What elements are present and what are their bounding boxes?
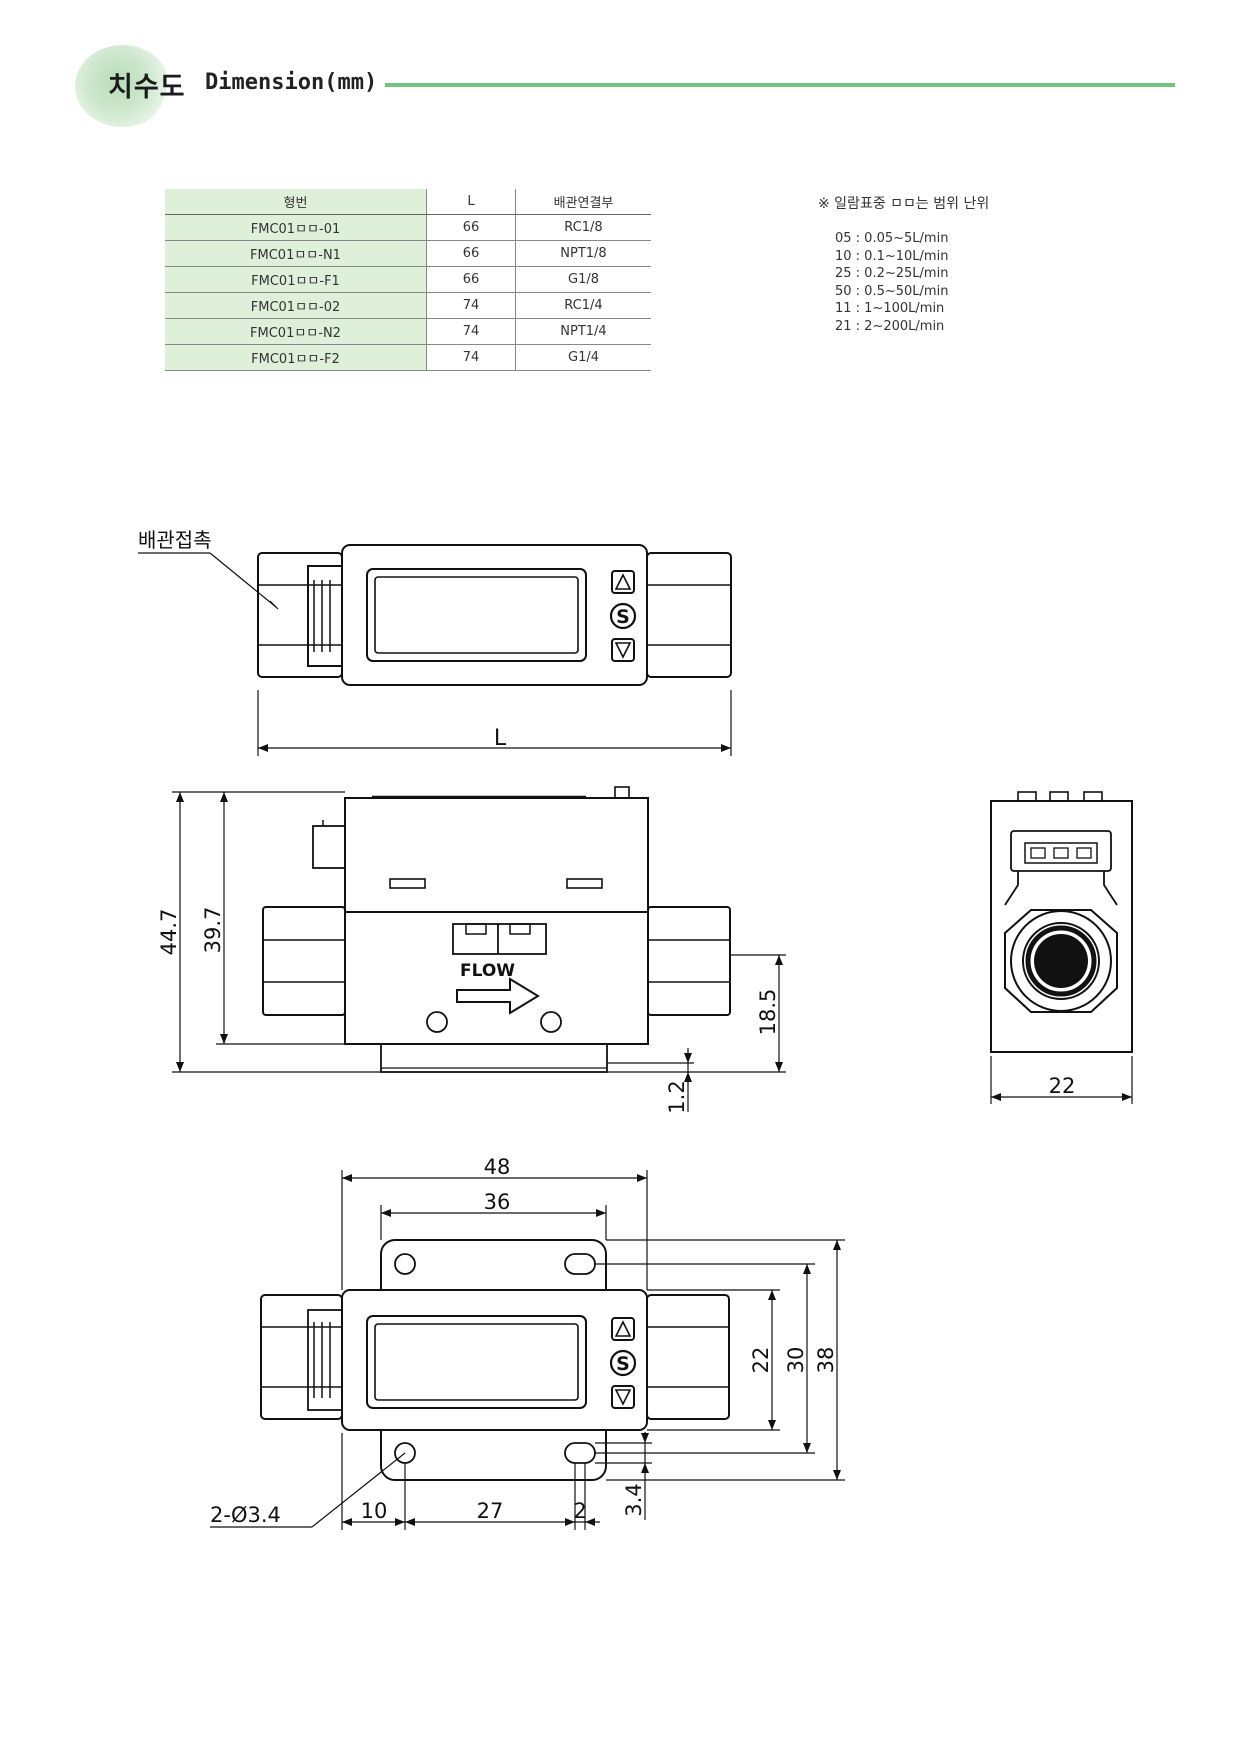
connector-socket xyxy=(1010,830,1112,872)
model-table: 형번 L 배관연결부 FMC01ㅁㅁ-01 66 RC1/8 FMC01ㅁㅁ-N… xyxy=(165,189,651,371)
flow-arrow-icon xyxy=(456,977,540,1015)
port-opening xyxy=(1034,934,1088,988)
range-note-title: ※ 일람표중 ㅁㅁ는 범위 난위 xyxy=(818,196,990,212)
svg-text:S: S xyxy=(616,606,630,628)
connection-cell: RC1/4 xyxy=(515,292,651,319)
height-30-label: 30 xyxy=(784,1347,808,1374)
model-cell: FMC01ㅁㅁ-N2 xyxy=(165,318,427,345)
bottom-view: S 48 36 22 30 38 xyxy=(210,1155,845,1530)
pipe-connection-label: 배관접촉 xyxy=(138,528,212,552)
slot-dim-label: 3.4 xyxy=(622,1483,646,1516)
range-item: 11 : 1~100L/min xyxy=(835,301,945,316)
side-view: 22 xyxy=(990,791,1133,1104)
display-window xyxy=(366,568,587,662)
header-decoration xyxy=(75,45,170,127)
height-total-label: 44.7 xyxy=(157,909,181,956)
base-plate-dim-label: 1.2 xyxy=(665,1080,689,1113)
hex-port xyxy=(1004,909,1118,1013)
sensor-housing xyxy=(344,797,649,913)
range-item: 25 : 0.2~25L/min xyxy=(835,266,949,281)
page-title: 치수도 xyxy=(108,72,186,103)
height-body-label: 39.7 xyxy=(201,907,225,954)
connection-cell: RC1/8 xyxy=(515,214,651,241)
flow-label: FLOW xyxy=(460,961,515,981)
table-row: FMC01ㅁㅁ-01 66 RC1/8 xyxy=(165,214,651,241)
height-38-label: 38 xyxy=(814,1347,838,1374)
length-cell: 66 xyxy=(426,240,516,267)
connection-cell: G1/8 xyxy=(515,266,651,293)
port-height-label: 18.5 xyxy=(756,989,780,1036)
page-header: 치수도 Dimension(mm) xyxy=(75,45,1175,127)
header-connection: 배관연결부 xyxy=(515,189,651,215)
connector xyxy=(312,825,346,869)
dim-27-label: 27 xyxy=(477,1499,504,1523)
left-clip xyxy=(307,565,343,667)
outlet-fitting xyxy=(647,906,731,1016)
header-rule xyxy=(385,83,1175,87)
connection-cell: NPT1/4 xyxy=(515,318,651,345)
page-subtitle: Dimension(mm) xyxy=(205,70,378,95)
length-cell: 74 xyxy=(426,318,516,345)
table-row: FMC01ㅁㅁ-N2 74 NPT1/4 xyxy=(165,318,651,345)
range-item: 21 : 2~200L/min xyxy=(835,318,945,334)
range-item: 50 : 0.5~50L/min xyxy=(835,283,949,299)
hole-label: 2-Ø3.4 xyxy=(210,1503,281,1527)
model-cell: FMC01ㅁㅁ-F2 xyxy=(165,344,427,371)
dim-2-label: 2 xyxy=(573,1499,586,1523)
s-button-icon xyxy=(609,602,637,630)
connection-cell: NPT1/8 xyxy=(515,240,651,267)
table-row: FMC01ㅁㅁ-F1 66 G1/8 xyxy=(165,266,651,293)
base-plate xyxy=(380,1043,608,1073)
table-header-row: 형번 L 배관연결부 xyxy=(165,189,651,215)
front-view: FLOW 44.7 39.7 18.5 1.2 xyxy=(157,786,786,1114)
length-cell: 66 xyxy=(426,266,516,293)
model-cell: FMC01ㅁㅁ-02 xyxy=(165,292,427,319)
side-width-label: 22 xyxy=(1049,1074,1076,1098)
length-cell: 74 xyxy=(426,344,516,371)
range-item: 10 : 0.1~10L/min xyxy=(835,248,949,264)
length-cell: 74 xyxy=(426,292,516,319)
table-row: FMC01ㅁㅁ-N1 66 NPT1/8 xyxy=(165,240,651,267)
range-list: 05 : 0.05~5L/min 10 : 0.1~10L/min 25 : 0… xyxy=(835,230,948,335)
model-cell: FMC01ㅁㅁ-F1 xyxy=(165,266,427,293)
flow-window xyxy=(452,923,547,955)
up-button-icon xyxy=(611,570,635,594)
table-row: FMC01ㅁㅁ-02 74 RC1/4 xyxy=(165,292,651,319)
bottom-display xyxy=(366,1315,587,1409)
svg-text:S: S xyxy=(616,1353,630,1375)
header-model: 형번 xyxy=(165,189,427,215)
width-36-label: 36 xyxy=(484,1190,511,1214)
model-cell: FMC01ㅁㅁ-01 xyxy=(165,214,427,241)
width-48-label: 48 xyxy=(484,1155,511,1179)
bottom-right-fitting xyxy=(646,1294,730,1420)
table-row: FMC01ㅁㅁ-F2 74 G1/4 xyxy=(165,344,651,371)
header-length: L xyxy=(426,189,516,215)
dim-10-label: 10 xyxy=(361,1499,388,1523)
model-cell: FMC01ㅁㅁ-N1 xyxy=(165,240,427,267)
connection-cell: G1/4 xyxy=(515,344,651,371)
body xyxy=(341,544,648,686)
height-22-label: 22 xyxy=(749,1347,773,1374)
length-cell: 66 xyxy=(426,214,516,241)
down-button-icon xyxy=(611,638,635,662)
inlet-fitting xyxy=(262,906,346,1016)
top-view: 배관접촉 S L xyxy=(138,528,732,756)
length-dim-label: L xyxy=(494,726,507,751)
right-fitting xyxy=(646,552,732,678)
range-item: 05 : 0.05~5L/min xyxy=(835,231,949,246)
